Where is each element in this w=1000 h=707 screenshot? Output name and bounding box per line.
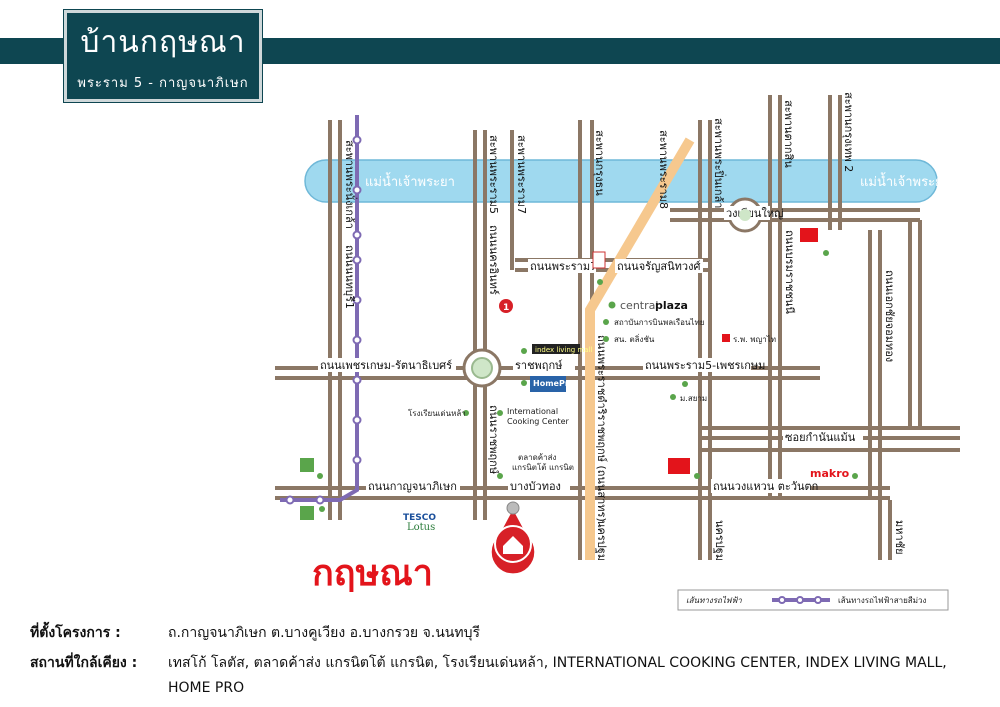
label-pier-krungthep2: สะพานกรุงเทพ 2 bbox=[842, 92, 855, 172]
project-location-pin[interactable] bbox=[490, 501, 536, 575]
label-pier-rama7: สะพานพระราม7 bbox=[515, 135, 528, 214]
green-dot bbox=[603, 319, 609, 325]
landmark-talat-2: แกรนิตโต้ แกรนิต bbox=[512, 462, 574, 472]
lotus-label: Lotus bbox=[407, 522, 435, 533]
landmark-index-living[interactable]: index living mall bbox=[521, 344, 593, 354]
label-pier-taksin: สะพานตากสิน bbox=[782, 100, 795, 168]
logo-subtitle: พระราม 5 - กาญจนาภิเษก bbox=[77, 76, 249, 91]
station-icon bbox=[592, 251, 606, 269]
label-nakhon-pathom-2: นครปฐม bbox=[713, 520, 726, 561]
homepro-label: HomePro bbox=[533, 379, 575, 388]
park-icon bbox=[300, 458, 314, 472]
green-dot bbox=[463, 410, 469, 416]
label-mahachai: มหาชัย bbox=[893, 520, 906, 555]
landmark-makro[interactable]: makro bbox=[810, 467, 858, 480]
central-plaza-brand2: plaza bbox=[655, 299, 688, 312]
label-pier-pinklao: สะพานพระปิ่นเกล้า bbox=[712, 118, 727, 208]
landmark-homepro[interactable]: HomePro bbox=[521, 376, 575, 392]
label-ratchaphruek: ราชพฤกษ์ bbox=[515, 359, 563, 372]
marker-1-number: 1 bbox=[503, 303, 509, 313]
label-soi-kamnan-maen: ซอยกำนันแม้น bbox=[785, 431, 856, 444]
green-dot bbox=[603, 336, 609, 342]
river-label-right: แม่น้ำเจ้าพระยา bbox=[860, 172, 950, 190]
label-charansanitwong: ถนนจรัญสนิทวงศ์ bbox=[617, 260, 700, 273]
location-value: ถ.กาญจนาภิเษก ต.บางคูเวียง อ.บางกรวย จ.น… bbox=[168, 625, 481, 641]
map-legend: เส้นทางรถไฟฟ้า เส้นทางรถไฟฟ้าสายสีม่วง bbox=[677, 589, 949, 611]
nearby-value-line2: HOME PRO bbox=[168, 680, 245, 696]
green-dot bbox=[597, 279, 603, 285]
label-bang-bua-thong: บางบัวทอง bbox=[510, 480, 561, 493]
makro-label: makro bbox=[810, 467, 850, 480]
green-dot bbox=[670, 394, 676, 400]
label-nakhon-in: ถนนนครอินทร์ bbox=[487, 225, 500, 295]
park-icon bbox=[300, 506, 314, 520]
landmark-hospital: ร.พ. พญาไท bbox=[733, 335, 776, 344]
green-dot bbox=[682, 381, 688, 387]
label-nakhon-pathom-1: นครปฐม bbox=[595, 520, 608, 561]
nearby-label: สถานที่ใกล้เคียง : bbox=[30, 655, 138, 671]
purple-line-track bbox=[280, 115, 362, 505]
landmark-thai-airways: สถาบันการบินพลเรือนไทย bbox=[614, 318, 704, 327]
label-ekkachai: ถนนเอกชัยจอมทอง bbox=[883, 270, 896, 362]
label-wongwian-yai: วงเวียนใหญ่ bbox=[726, 207, 783, 220]
landmark-cooking-1: International bbox=[507, 407, 558, 416]
road-network bbox=[275, 95, 960, 560]
landmark-siam-university: ม.สยาม bbox=[680, 394, 707, 403]
legend-purple-line: เส้นทางรถไฟฟ้าสายสีม่วง bbox=[838, 596, 926, 605]
landmark-tesco-lotus[interactable]: TESCO Lotus bbox=[403, 513, 436, 533]
green-dot bbox=[497, 473, 503, 479]
project-logo: บ้านกฤษณา พระราม 5 - กาญจนาภิเษก bbox=[64, 10, 262, 102]
index-living-label: index living mall bbox=[535, 346, 593, 354]
project-name: กฤษณา bbox=[312, 553, 433, 594]
nearby-value-line1: เทสโก้ โลตัส, ตลาดค้าส่ง แกรนิตโต้ แกรนิ… bbox=[168, 655, 947, 671]
label-pier-rama5: สะพานพระราม5 bbox=[487, 135, 500, 214]
landmark-the-mall-bottom[interactable] bbox=[668, 458, 700, 479]
location-label: ที่ตั้งโครงการ : bbox=[30, 625, 121, 641]
green-dot bbox=[497, 410, 503, 416]
legend-road-line: เส้นทางรถไฟฟ้า bbox=[686, 595, 742, 605]
label-ratchaphruek-road: ถนนราชพฤกษ์ bbox=[487, 405, 500, 474]
landmark-school: โรงเรียนเด่นหล้า bbox=[408, 408, 466, 418]
label-borommaratchachonnani: ถนนบรมราชชนนี bbox=[783, 230, 796, 314]
green-dot bbox=[317, 473, 323, 479]
landmark-cooking-2: Cooking Center bbox=[507, 417, 570, 426]
central-plaza-brand: central bbox=[620, 299, 658, 312]
marker-1-icon bbox=[499, 299, 513, 313]
hospital-icon bbox=[722, 334, 730, 342]
label-wong-waen: ถนนวงแหวน ตะวันตก bbox=[713, 480, 818, 493]
label-pier-krungthon: สะพานกรุงธน bbox=[593, 130, 606, 196]
label-pier-pranangklao: สะพานพระนั่งเกล้า bbox=[343, 140, 358, 229]
tesco-label: TESCO bbox=[403, 513, 436, 523]
green-dot bbox=[319, 506, 325, 512]
landmark-the-mall-top[interactable] bbox=[800, 228, 829, 256]
label-phetkasem-rattanathibet: ถนนเพชรเกษม-รัตนาธิเบศร์ bbox=[320, 359, 452, 372]
label-pier-rama8: สะพานพระราม8 bbox=[657, 130, 670, 209]
roundabout-center bbox=[471, 357, 493, 379]
label-nonthaburi1: ถนนนนทบุรี1 bbox=[343, 245, 356, 309]
landmark-lotus-store: สน. ตลิ่งชัน bbox=[614, 333, 655, 344]
label-ratchaprarop: ถนนพระราชดำริราชพฤกษ์ (ถนนสาทร) bbox=[595, 335, 608, 522]
home-icon bbox=[503, 536, 523, 554]
river-label-left: แม่น้ำเจ้าพระยา bbox=[365, 172, 455, 190]
landmark-talat-1: ตลาดค้าส่ง bbox=[518, 453, 557, 462]
landmark-central-plaza[interactable]: central plaza bbox=[608, 299, 688, 312]
expressway bbox=[585, 137, 695, 560]
label-rama5-phetkasem: ถนนพระราม5-เพชรเกษม bbox=[645, 359, 765, 372]
wongwian-yai-center bbox=[739, 209, 751, 221]
logo-title: บ้านกฤษณา bbox=[80, 25, 246, 60]
label-kanchanaphisek: ถนนกาญจนาภิเษก bbox=[368, 480, 457, 493]
label-rama7-road: ถนนพระราม7 bbox=[530, 260, 597, 273]
